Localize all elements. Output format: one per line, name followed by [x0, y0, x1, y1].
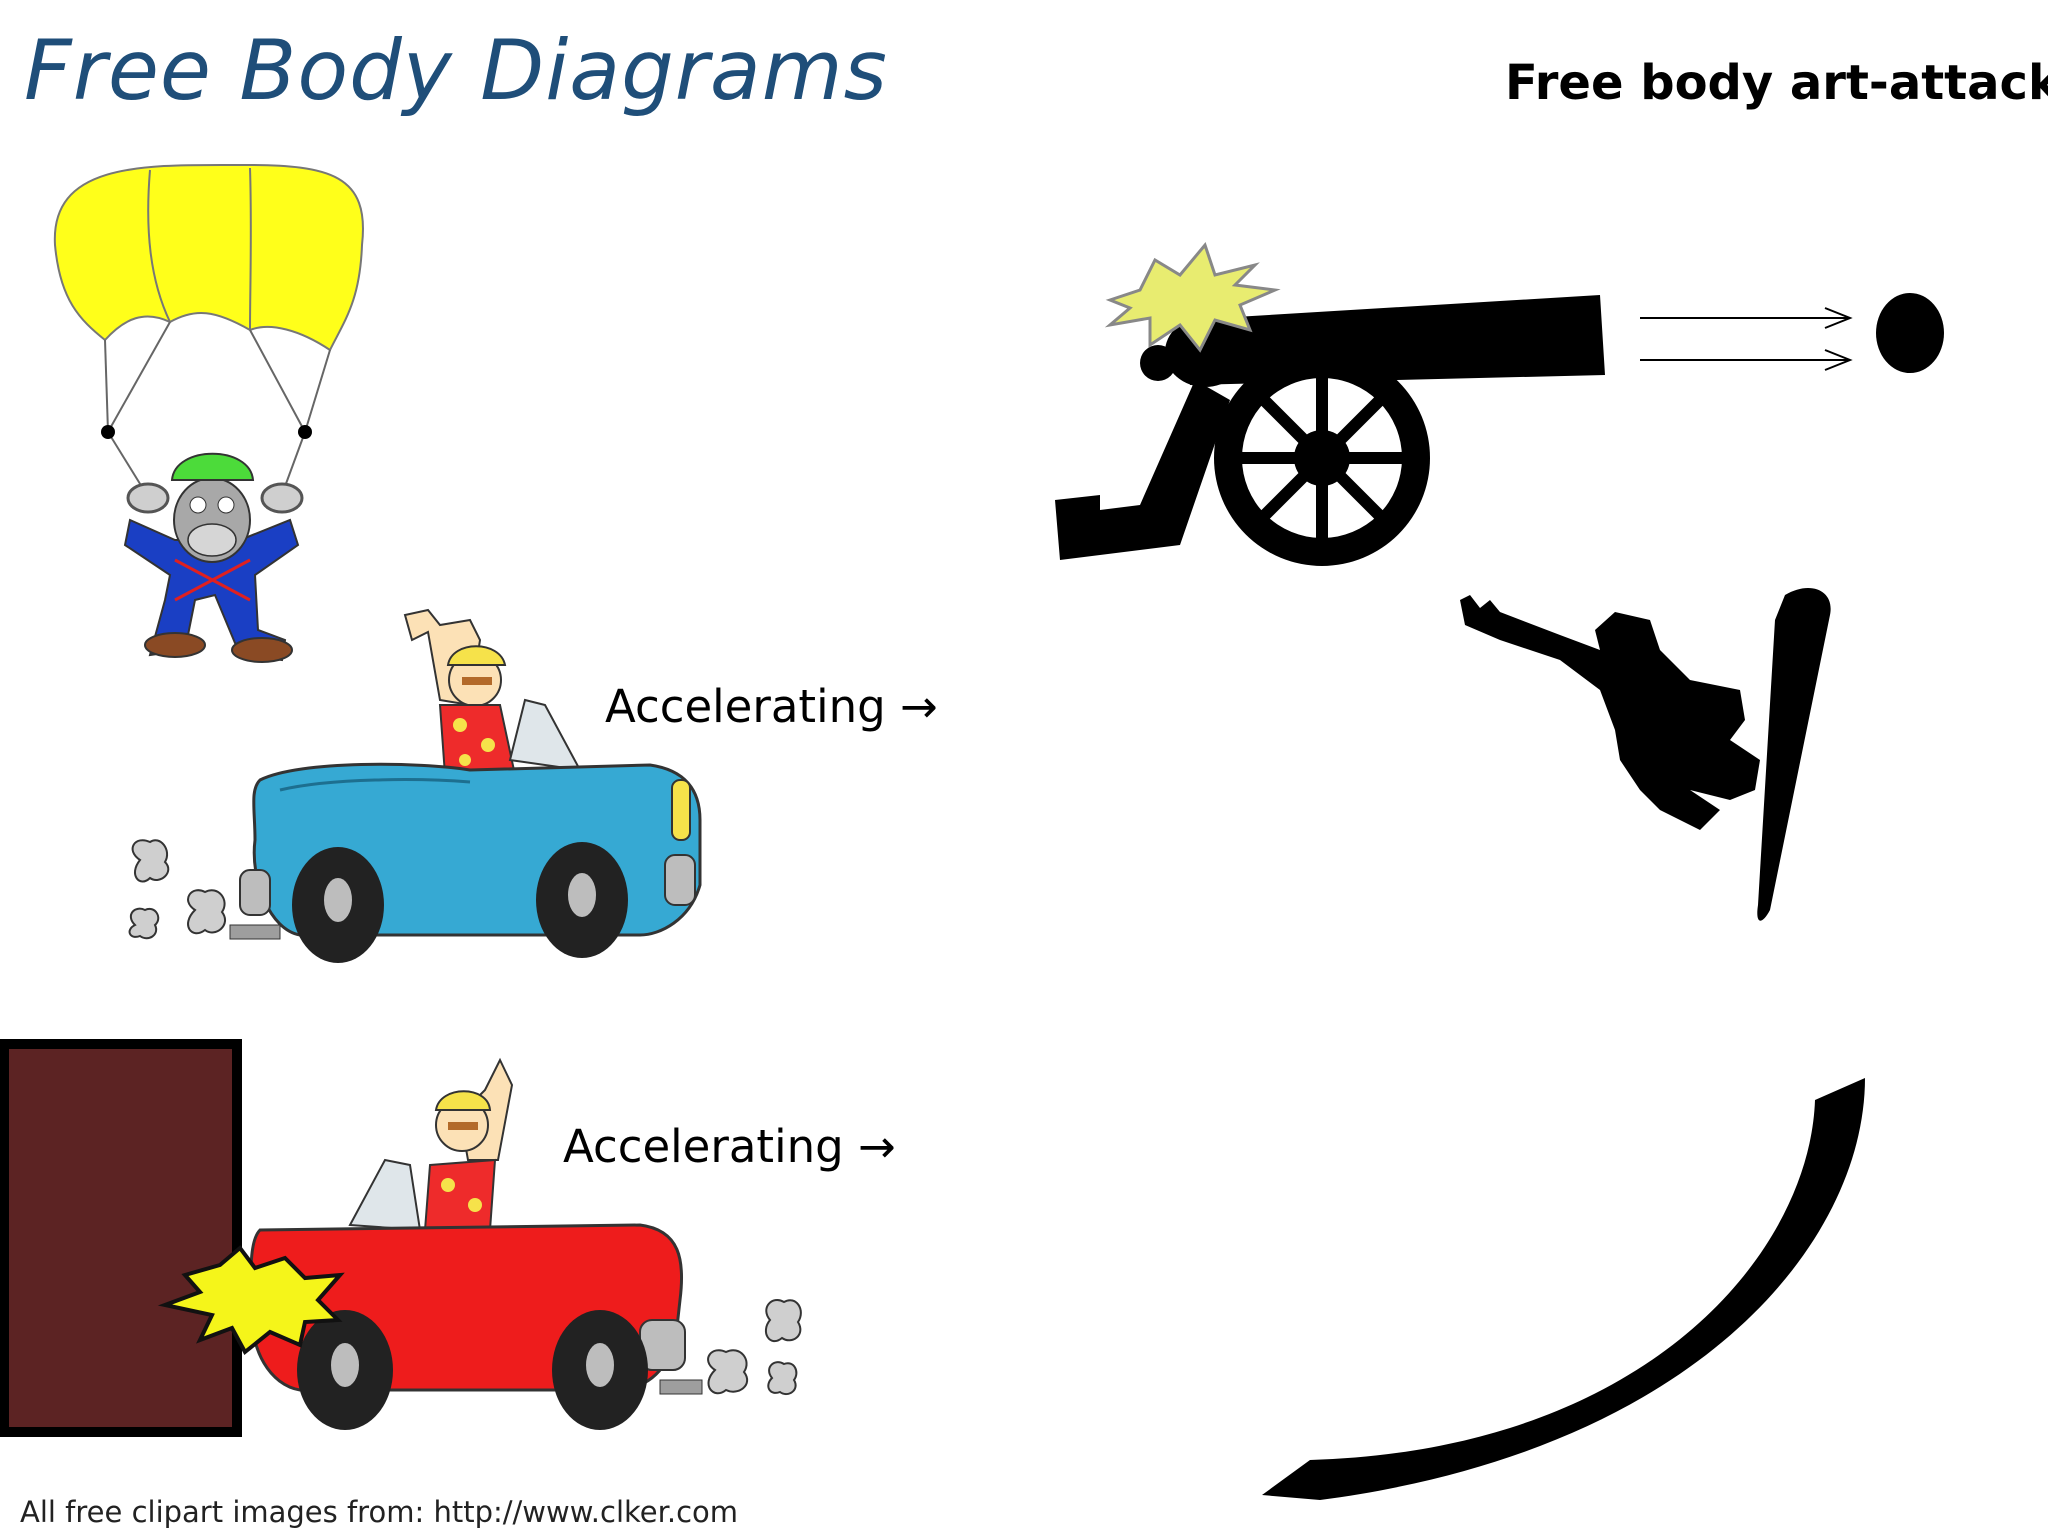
slide-title: Free Body Diagrams [24, 22, 888, 119]
curved-ramp [1262, 1078, 1865, 1500]
crash-explosion-shape [157, 1245, 345, 1356]
accelerating-label-blue-car: Accelerating → [605, 680, 938, 733]
cannonball [1876, 293, 1944, 373]
motion-arrows [1640, 307, 1853, 371]
parachutist-image [53, 163, 364, 663]
snowboarder-image [1460, 587, 1831, 921]
accelerating-label-red-car: Accelerating → [563, 1120, 896, 1173]
clipart-credit-footer: All free clipart images from: http://www… [20, 1495, 739, 1529]
blue-car-image [128, 608, 702, 963]
slide-subtitle: Free body art-attack [1505, 55, 2048, 111]
red-car-image [249, 1057, 802, 1430]
brick-wall [0, 1039, 242, 1437]
cannon-image [1055, 241, 1605, 566]
